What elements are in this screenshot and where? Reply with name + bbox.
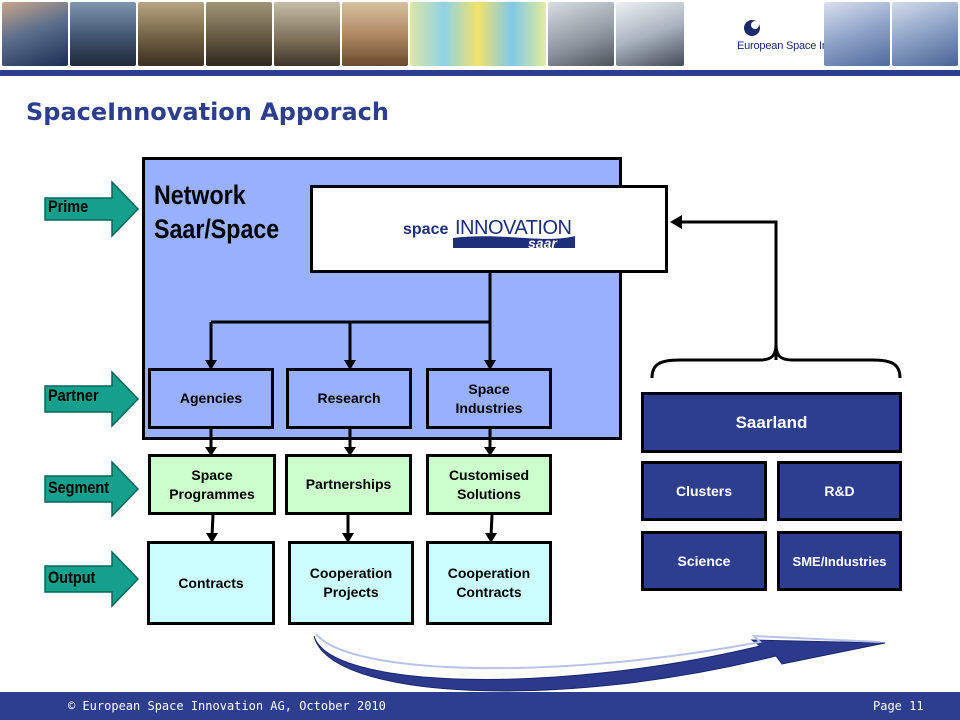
saarland-science-box: Science — [641, 531, 767, 591]
saarland-clusters-box: Clusters — [641, 461, 767, 521]
footer-bar — [0, 692, 960, 720]
company-logo-icon — [742, 18, 762, 38]
connector-partner-to-segment — [209, 428, 492, 450]
arrowhead-industries — [484, 360, 496, 370]
arrowhead-out1 — [206, 533, 218, 543]
footer-copyright: © European Space Innovation AG, October … — [68, 699, 386, 713]
arrowhead-seg2 — [344, 447, 356, 456]
output-box-cooperation-projects: Cooperation Projects — [288, 541, 414, 625]
map-photo — [824, 2, 890, 66]
map-photo-2 — [892, 2, 958, 66]
audience-photo-2 — [274, 2, 340, 66]
page-title: SpaceInnovation Apporach — [26, 98, 389, 126]
handshake-photo — [616, 2, 684, 66]
level-label-segment: Segment — [48, 478, 110, 497]
conference-photo — [70, 2, 136, 66]
earth-photo — [2, 2, 68, 66]
saarland-rd-box: R&D — [777, 461, 902, 521]
output-arrow — [44, 550, 140, 608]
spaceinnovation-logo: space INNOVATION saar — [403, 217, 575, 251]
level-label-output: Output — [48, 568, 96, 587]
header-divider — [0, 70, 960, 76]
feedback-arrowhead — [670, 215, 682, 229]
partner-arrow — [44, 370, 140, 428]
swoosh-arrow — [313, 635, 886, 692]
logo-saar: saar — [528, 235, 558, 251]
network-title-line1: Network — [154, 180, 246, 210]
network-title: Network Saar/Space — [154, 178, 279, 246]
arrowhead-seg3 — [484, 447, 496, 456]
saarland-brace — [650, 344, 902, 379]
astronaut-photo — [342, 2, 408, 66]
network-title-line2: Saar/Space — [154, 214, 280, 244]
arrowhead-agencies — [205, 360, 217, 370]
connector-prime-to-partners — [209, 273, 492, 362]
arrowhead-out3 — [485, 533, 497, 543]
arrowhead-research — [344, 360, 356, 370]
prime-arrow — [44, 180, 140, 238]
partner-box-agencies: Agencies — [148, 368, 274, 429]
feedback-connector — [680, 220, 778, 360]
segment-box-customised-solutions: Customised Solutions — [426, 454, 552, 515]
partner-box-research: Research — [286, 368, 412, 429]
meeting-photo — [206, 2, 272, 66]
saarland-sme-industries-box: SME/Industries — [777, 531, 902, 591]
arrowhead-out2 — [342, 533, 354, 543]
spaceinnovation-logo-box: space INNOVATION saar — [310, 185, 668, 273]
saarland-box: Saarland — [641, 392, 902, 453]
audience-photo — [138, 2, 204, 66]
lab-tubes-photo — [410, 2, 546, 66]
segment-box-space-programmes: Space Programmes — [148, 454, 276, 515]
arrowhead-seg1 — [205, 447, 217, 456]
level-label-prime: Prime — [48, 197, 89, 216]
output-box-contracts: Contracts — [147, 541, 275, 625]
connector-segment-to-output — [210, 514, 494, 537]
logo-space: space — [403, 221, 448, 238]
output-box-cooperation-contracts: Cooperation Contracts — [426, 541, 552, 625]
level-label-partner: Partner — [48, 386, 99, 405]
logo-innovation: INNOVATION — [455, 217, 571, 239]
footer-page-number: Page 11 — [873, 699, 924, 713]
header-banner: European Space Innovation AG — [0, 0, 960, 72]
keyboard-photo — [548, 2, 614, 66]
partner-box-space-industries: Space Industries — [426, 368, 552, 429]
segment-box-partnerships: Partnerships — [285, 454, 412, 515]
segment-arrow — [44, 460, 140, 518]
